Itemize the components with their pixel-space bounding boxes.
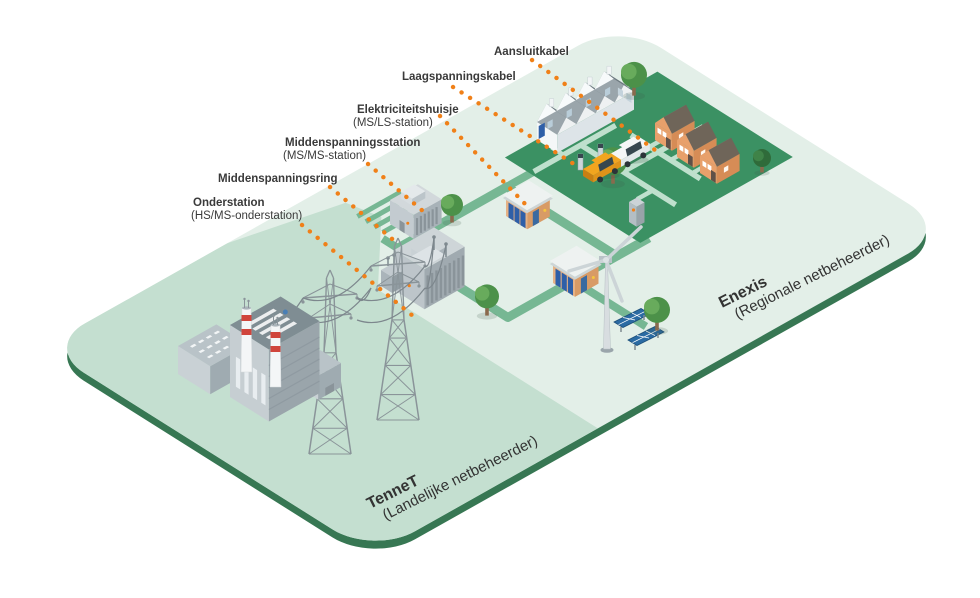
label-laagspanningskabel: Laagspanningskabel [402,71,516,83]
utility-cabinet [629,197,645,227]
tree [441,193,463,227]
label-middenspanningsstation: Middenspanningsstation [285,137,420,149]
detached-house [700,137,740,184]
tree [753,149,771,176]
illustration [43,36,926,555]
label-middenspanningsstation-sub: (MS/MS-station) [283,150,366,162]
label-aansluitkabel: Aansluitkabel [494,46,569,58]
diagram-labels: Aansluitkabel Laagspanningskabel Elektri… [191,46,569,222]
leader-laagspanningskabel [450,84,580,169]
leader-middenspanningsstation [365,161,427,215]
middenspanningsstation-building [390,184,442,239]
electric-car [583,152,621,183]
transmission-tower [369,237,427,421]
leader-middenspanningsring [327,184,400,246]
tree [475,284,499,320]
wind-turbine [567,225,643,353]
leader-elektriciteitshuisje [437,113,532,211]
elektriciteitshuisje-building [502,180,553,230]
leader-onderstation [299,222,416,319]
turbine-station-building [549,245,602,297]
leader-lines [299,57,658,319]
row-houses [537,65,634,153]
label-onderstation: Onderstation [193,197,265,209]
label-elektriciteitshuisje-sub: (MS/LS-station) [353,117,433,129]
tree [621,61,647,100]
solar-panels [627,326,665,350]
charging-station [577,153,584,171]
label-middenspanningsring: Middenspanningsring [218,173,337,185]
label-onderstation-sub: (HS/MS-onderstation) [191,210,302,222]
power-plant [178,296,341,422]
tree [644,296,670,335]
label-elektriciteitshuisje: Elektriciteitshuisje [357,104,459,116]
